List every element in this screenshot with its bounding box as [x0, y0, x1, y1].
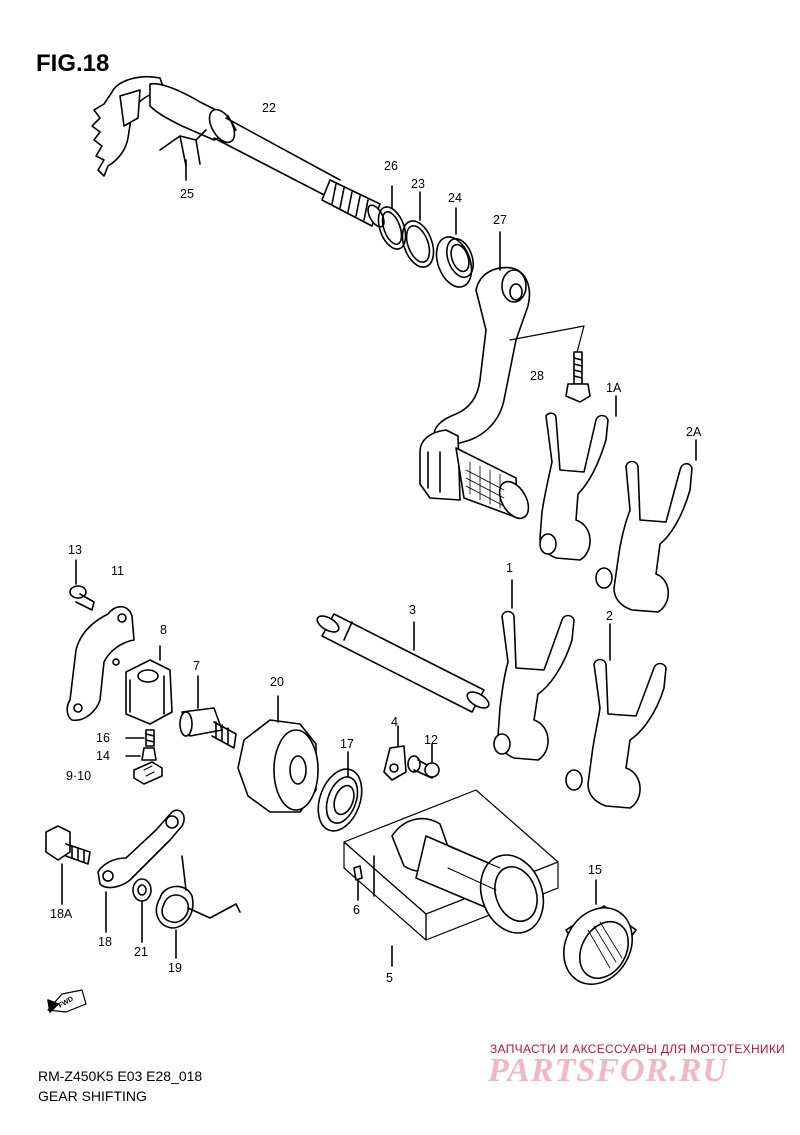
callout-oil-seal: 24 — [448, 191, 462, 205]
bearing — [317, 751, 363, 832]
fork-2-drawing — [565, 623, 667, 809]
callout-dowel-pin: 6 — [353, 903, 360, 917]
callout-needle-bearing: 15 — [588, 863, 602, 877]
callout-fork-2a: 2A — [686, 425, 702, 439]
circlip — [377, 185, 407, 250]
shift-cam-stopper — [237, 695, 319, 813]
callout-shift-shaft: 22 — [262, 101, 276, 115]
callout-pawl-plate: 9·10 — [66, 769, 91, 783]
fork-shaft — [316, 613, 490, 713]
dowel-pin — [353, 865, 363, 901]
callout-pawl: 14 — [96, 749, 110, 763]
callout-washer: 23 — [411, 177, 425, 191]
callout-fork-1a: 1A — [606, 381, 622, 395]
spring-drawing — [125, 729, 155, 747]
pawl-plate-drawing — [133, 761, 163, 785]
shift-lever — [419, 231, 585, 520]
fork-2a-drawing — [595, 439, 697, 613]
oil-seal — [435, 207, 474, 288]
callout-screw: 13 — [68, 543, 82, 557]
fork-1a-drawing — [539, 395, 617, 561]
callout-fork-1: 1 — [506, 561, 513, 575]
callout-shift-lever: 27 — [493, 213, 507, 227]
callout-fork-2: 2 — [606, 609, 613, 623]
cam-pin — [179, 675, 237, 749]
lever-bolt — [565, 351, 591, 403]
watermark-logo: PARTSFOR.RU — [488, 1052, 728, 1089]
callout-bearing-retainer: 4 — [391, 715, 398, 729]
model-code: RM-Z450K5 E03 E28_018 — [38, 1068, 203, 1084]
bearing-retainer — [383, 725, 407, 781]
gear-shift-cam — [343, 789, 559, 967]
fork-1-drawing — [493, 579, 575, 761]
pawl-drawing — [125, 747, 157, 761]
callout-stopper-plate: 11 — [111, 564, 124, 578]
callout-circlip: 26 — [384, 159, 398, 173]
cam-driven-gear — [125, 645, 173, 725]
callout-arm-washer: 21 — [134, 945, 148, 959]
fwd-arrow-icon — [47, 989, 87, 1013]
return-spring — [155, 855, 241, 959]
callout-return-spring: 19 — [168, 961, 182, 975]
callout-cam-driven-gear: 8 — [160, 623, 167, 637]
screw — [69, 559, 95, 611]
callout-bearing: 17 — [340, 737, 354, 751]
stopper-arm — [97, 809, 185, 933]
callout-cam-pin: 7 — [193, 659, 200, 673]
callout-stopper-bolt: 18A — [50, 907, 73, 921]
watermark-tagline: ЗАПЧАСТИ И АКСЕССУАРЫ ДЛЯ МОТОТЕХНИКИ — [490, 1042, 786, 1056]
figure-title: FIG.18 — [36, 50, 110, 77]
shift-shaft — [91, 76, 385, 228]
callout-stopper-arm: 18 — [98, 935, 112, 949]
callout-lever-bolt: 28 — [530, 369, 544, 383]
callout-retainer-screw: 12 — [424, 733, 438, 747]
arm-washer — [132, 878, 152, 943]
diagram-caption: GEAR SHIFTING — [38, 1088, 147, 1104]
callout-shaft-spring: 25 — [180, 187, 194, 201]
stopper-plate — [66, 605, 135, 722]
stopper-bolt — [45, 825, 91, 905]
washer — [401, 191, 435, 268]
callout-spring: 16 — [96, 731, 110, 745]
needle-bearing — [563, 879, 637, 985]
retainer-screw — [407, 743, 440, 779]
callout-fork-shaft: 3 — [409, 603, 416, 617]
callout-shift-cam-stopper: 20 — [270, 675, 284, 689]
shaft-spring — [159, 129, 207, 181]
callout-gear-shift-cam: 5 — [386, 971, 393, 985]
